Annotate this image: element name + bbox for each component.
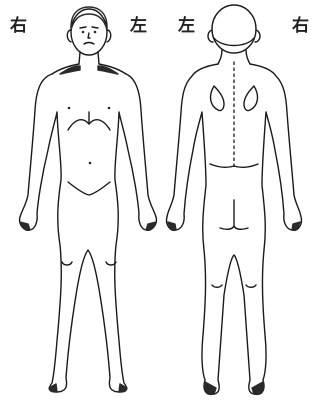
front-right-eye [94,31,97,34]
front-left-hand-shade [146,222,156,230]
front-knees [62,262,116,265]
front-nose [88,33,90,38]
back-body-outline [167,64,302,394]
front-body-outline [20,74,157,392]
front-trapezius-left [60,66,80,74]
back-hair-line [214,38,254,46]
front-right-label: 右 [10,18,27,35]
back-right-scapula [244,86,257,111]
front-left-nipple [68,107,71,110]
front-head [71,9,107,55]
front-trapezius-right [98,66,118,74]
back-right-hand-shade [292,222,300,230]
front-view-figure [20,7,157,392]
front-pelvis-line [68,182,110,195]
back-left-scapula [211,86,224,111]
back-left-heel-shade [204,382,216,394]
back-right-label: 右 [292,18,309,35]
front-mouth [84,43,94,45]
back-right-heel-shade [252,382,264,394]
front-right-nipple [108,107,111,110]
back-view-figure [167,5,302,394]
front-left-label: 左 [130,18,147,35]
back-left-hand-shade [168,222,176,230]
back-knees [212,285,256,287]
front-left-eye [82,31,85,34]
front-eyebrows [80,27,98,28]
front-right-hand-shade [20,222,30,230]
front-navel [89,162,92,165]
back-left-label: 左 [178,18,195,35]
front-hair [71,7,107,30]
back-buttocks [220,200,248,229]
